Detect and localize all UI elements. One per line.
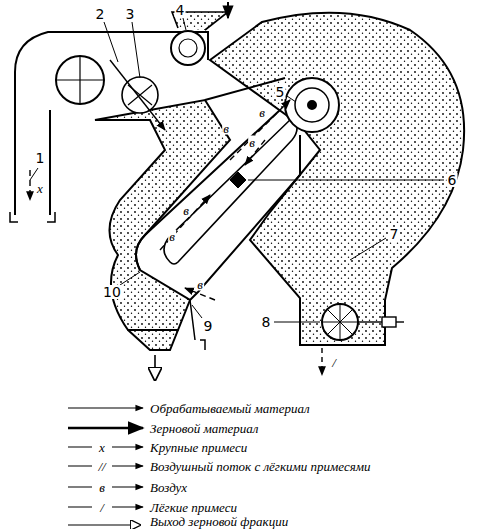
legend-sample-mark: в <box>98 481 106 494</box>
callout-number: 3 <box>125 7 136 21</box>
legend-sample-mark: // <box>97 460 106 473</box>
callout-number: 6 <box>447 173 458 187</box>
legend-text: Крупные примеси <box>150 441 247 454</box>
flow-mark: х <box>36 182 44 195</box>
legend-text: Выход зерновой фракции <box>150 514 288 527</box>
callout-number: 9 <box>203 319 214 333</box>
flow-mark: в <box>258 106 266 119</box>
callout-number: 10 <box>102 285 122 299</box>
flow-mark: / <box>331 356 337 369</box>
callout-number: 4 <box>175 3 186 17</box>
callout-number: 1 <box>35 151 46 165</box>
legend-sample-mark: х <box>98 441 106 454</box>
callout-number: 2 <box>95 7 106 21</box>
callout-number: 5 <box>275 85 286 99</box>
legend-text: Зерновой материал <box>150 422 259 435</box>
legend-text: Воздушный поток с лёгкими примесями <box>150 460 371 473</box>
legend-sample-mark: / <box>99 501 105 514</box>
legend-text: Обрабатываемый материал <box>150 402 310 415</box>
flow-mark: в <box>182 204 190 217</box>
flow-mark: в <box>248 136 256 149</box>
callout-number: 7 <box>389 227 400 241</box>
flow-mark: в <box>196 278 204 291</box>
flow-mark: в <box>222 122 230 135</box>
legend-text: Лёгкие примеси <box>150 501 237 514</box>
legend-text: Воздух <box>150 481 187 494</box>
callout-number: 8 <box>261 315 272 329</box>
flow-mark: в <box>168 230 176 243</box>
